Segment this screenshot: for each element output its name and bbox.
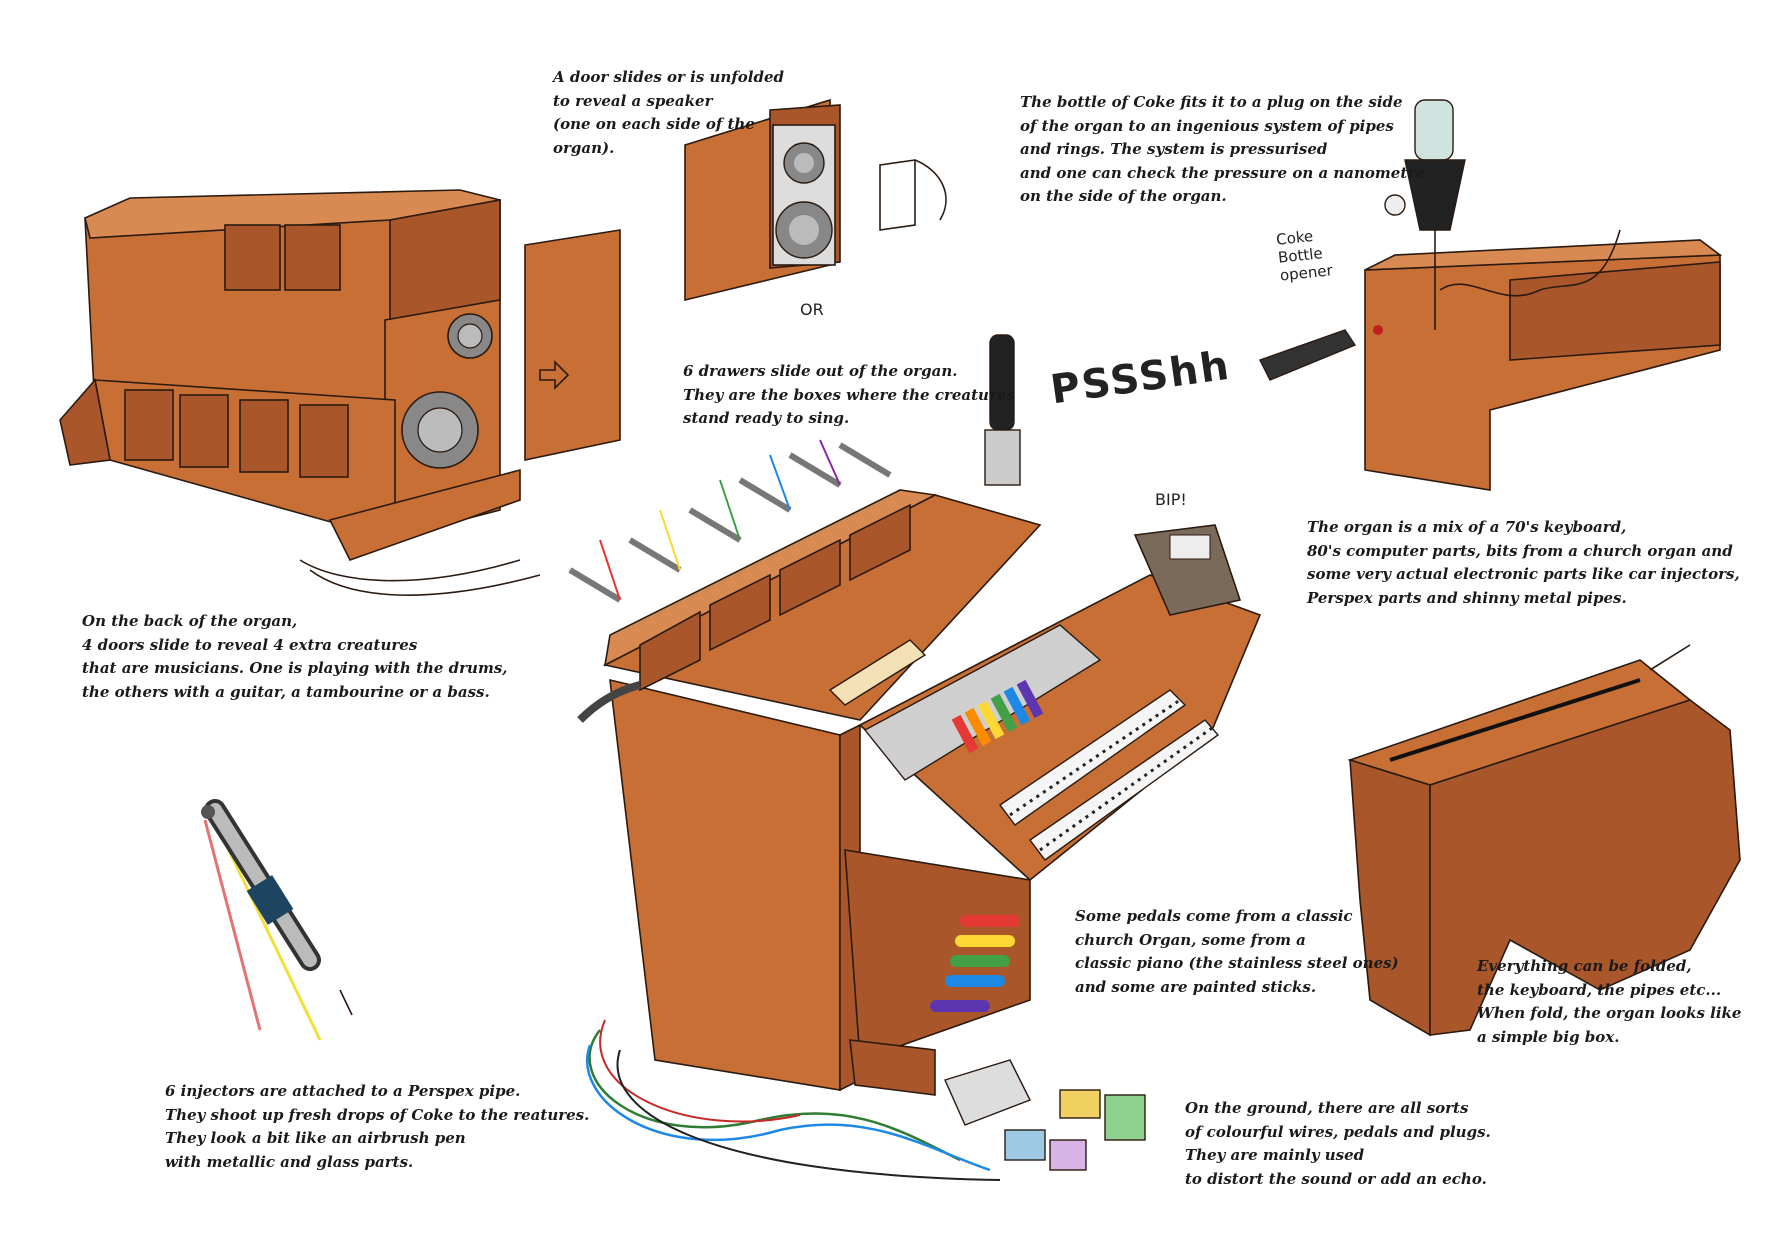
note-injectors: 6 injectors are attached to a Perspex pi…: [165, 1082, 590, 1171]
note-coke-bottle: The bottle of Coke fits it to a plug on …: [1020, 93, 1425, 205]
rainbow-keys: [951, 679, 1044, 754]
main-organ: [568, 334, 1262, 1096]
note-organ-mix: The organ is a mix of a 70's keyboard, 8…: [1307, 518, 1740, 607]
note-back-doors: On the back of the organ, 4 doors slide …: [82, 612, 508, 701]
organ-back-sketch: [59, 189, 621, 596]
note-folding: Everything can be folded, the keyboard, …: [1477, 957, 1742, 1046]
ground-effects: [586, 1019, 1146, 1181]
note-pedals: Some pedals come from a classic church O…: [1075, 907, 1399, 996]
label-or: OR: [800, 300, 824, 319]
folding-sketch: [1347, 644, 1741, 1037]
coke-bottle-sketch: [1259, 99, 1723, 491]
label-bip: BIP!: [1155, 490, 1187, 509]
note-speaker-door: A door slides or is unfolded to reveal a…: [553, 68, 785, 157]
injectors-row: [568, 439, 892, 603]
speaker-door-sketch: [684, 98, 947, 302]
label-coke-opener: Coke Bottle opener: [1275, 227, 1334, 285]
note-drawers: 6 drawers slide out of the organ. They a…: [683, 362, 1015, 427]
injector-closeup: [201, 799, 353, 1041]
note-ground: On the ground, there are all sorts of co…: [1185, 1099, 1491, 1188]
colored-pedals: [930, 915, 1020, 1012]
